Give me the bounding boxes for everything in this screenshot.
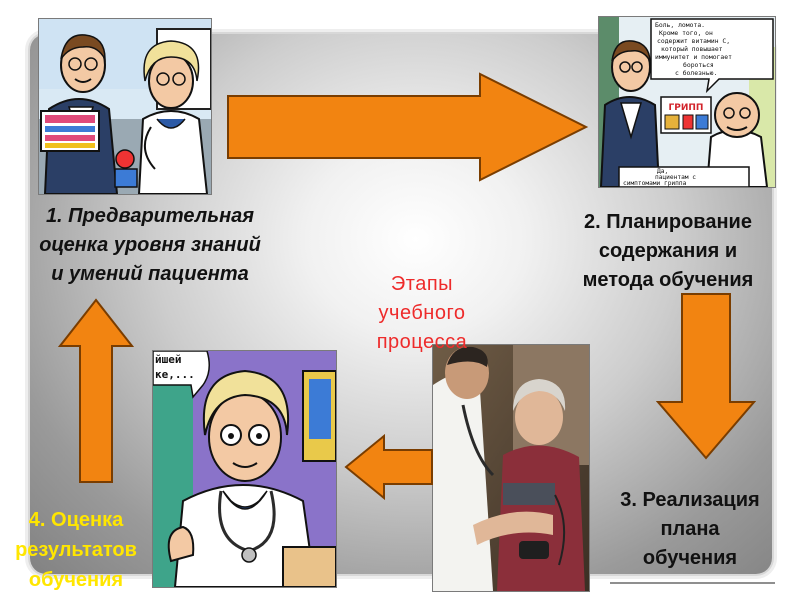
stage-4-line: 4. Оценка xyxy=(28,509,124,531)
svg-text:йшей ке,...: йшей ке,... xyxy=(155,353,195,381)
stage-1-line: и умений пациента xyxy=(51,263,249,285)
slide-title-line: процесса xyxy=(376,331,468,353)
illustration-doctors-discussion: Боль, ломота. Кроме того, он содержит ви… xyxy=(598,16,776,188)
illustration-doctor-and-nurse xyxy=(38,18,212,195)
arrow-down xyxy=(656,293,756,460)
stage-2-line: содержания и xyxy=(598,240,738,262)
stage-2-label: 2. Планирование содержания и метода обуч… xyxy=(552,208,784,295)
stage-1-line: оценка уровня знаний xyxy=(39,234,261,256)
caption-line: Да, xyxy=(657,168,668,175)
arrow-shape xyxy=(58,298,134,483)
bubble-line: йшей xyxy=(155,353,182,366)
stage-3-line: 3. Реализация xyxy=(620,489,760,511)
svg-text:Боль, ломота. Кроме то: Боль, ломота. Кроме того, он содержит ви… xyxy=(655,21,736,77)
bubble-line: с болезнью. xyxy=(675,69,717,77)
bubble-line: который повышает xyxy=(661,45,723,53)
stage-2-line: 2. Планирование xyxy=(584,211,752,233)
arrow-up xyxy=(58,298,134,483)
slide-title-line: Этапы xyxy=(390,273,454,295)
slide-title: Этапы учебного процесса xyxy=(352,270,492,357)
bubble-line: Боль, ломота. xyxy=(655,21,705,29)
bubble-line: содержит витамин С, xyxy=(657,37,730,45)
bubble-line: иммунитет и помогает xyxy=(655,53,732,61)
arrow-shape xyxy=(344,434,433,500)
bubble-line: ке,... xyxy=(155,368,195,381)
divider-line xyxy=(610,582,775,584)
arrow-left xyxy=(344,434,433,500)
illustration-nurse: йшей ке,... xyxy=(152,350,337,588)
arrow-shape xyxy=(227,72,589,182)
caption-line: симптомами гриппа xyxy=(623,180,687,187)
stage-1-label: 1. Предварительная оценка уровня знаний … xyxy=(0,202,300,289)
stage-1-line: 1. Предварительная xyxy=(45,205,255,227)
stage-4-label: 4. Оценка результатов обучения xyxy=(0,505,166,595)
bubble-line: Кроме того, он xyxy=(659,29,713,37)
stage-3-line: обучения xyxy=(642,547,738,569)
poster-text: ГРИПП xyxy=(669,103,704,113)
stage-2-line: метода обучения xyxy=(582,269,754,291)
arrow-shape xyxy=(656,293,756,460)
stage-4-line: обучения xyxy=(28,569,124,591)
stage-3-label: 3. Реализация плана обучения xyxy=(590,486,790,573)
arrow-right xyxy=(227,72,589,182)
slide-title-line: учебного xyxy=(378,302,466,324)
stage-3-line: плана xyxy=(660,518,720,540)
stage-4-line: результатов xyxy=(15,539,137,561)
svg-text:Да, пациентам с: Да, пациентам с симптомами гриппа xyxy=(623,168,700,187)
caption-line: пациентам с xyxy=(655,174,696,181)
photo-blood-pressure xyxy=(432,344,590,592)
bubble-line: бороться xyxy=(683,61,714,69)
